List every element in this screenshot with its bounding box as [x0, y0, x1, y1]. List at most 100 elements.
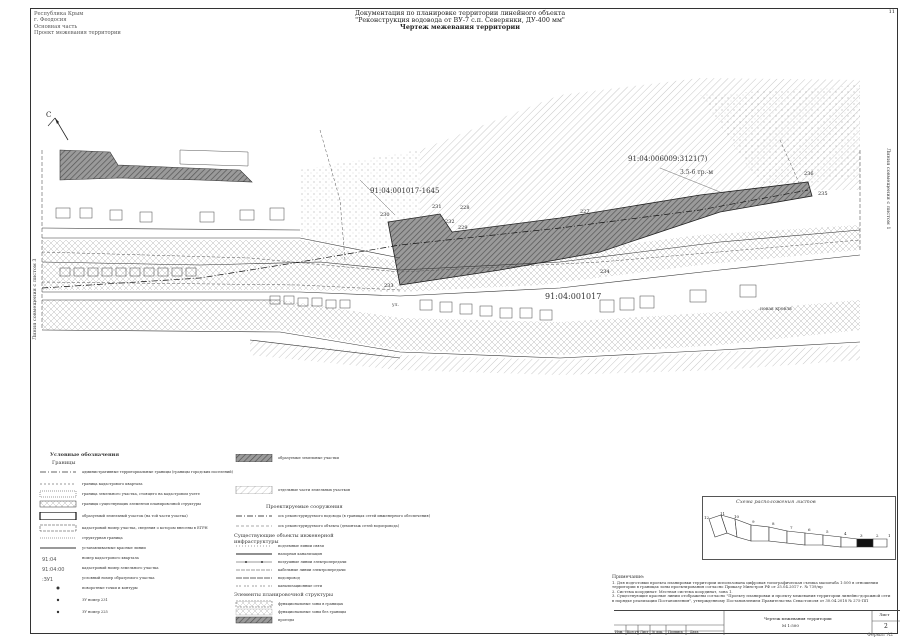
- legend-group-planning: Элементы планировочной структуры: [234, 592, 333, 598]
- note-line: 3. Существующие красные линии отображены…: [612, 593, 891, 599]
- point-label: 229: [458, 225, 468, 231]
- legend-symbol-parcel-number: 91:04:00: [42, 567, 64, 572]
- legend-row: 91:04 номер кадастрового квартала: [38, 554, 139, 562]
- legend-text: водопровод: [278, 576, 300, 580]
- legend-symbol-structural-boundary: [40, 537, 76, 539]
- legend-symbol-water: [236, 577, 272, 579]
- projected-axis: [41, 189, 809, 289]
- top-left-building: [179, 149, 249, 167]
- notes-heading: Примечание:: [612, 575, 645, 580]
- note-line: 2. Система координат: Местная система ко…: [612, 588, 733, 594]
- legend-text: образуемый земельный участок (на той час…: [82, 514, 188, 518]
- legend-row: ось реконструируемого водовода (в границ…: [234, 512, 430, 520]
- legend-group-boundaries: Границы: [52, 460, 76, 466]
- stamp-sheet-label: Лист: [879, 612, 890, 617]
- legend-text: ЗУ номер 225: [82, 610, 108, 614]
- legend-symbol-dismantle-axis: [236, 525, 272, 527]
- legend-row: водопровод: [234, 574, 300, 582]
- title-line-1: Документация по планировке территории ли…: [354, 9, 566, 17]
- legend-symbol-parcel-boundary: [39, 490, 77, 498]
- parcel-label: 91:04:001017: [545, 292, 602, 301]
- legend-text: граница земельного участка, стоящего на …: [82, 492, 200, 496]
- legend-symbol-formed-parcel: [39, 512, 77, 520]
- legend-row: границы существующих элементов планирово…: [38, 500, 201, 508]
- point-label: 228: [460, 205, 470, 211]
- scheme-sheet-number: 10: [734, 514, 740, 519]
- scheme-sheet-number: 9: [752, 519, 755, 524]
- legend-symbol-projected-axis: [236, 515, 272, 517]
- legend-row: воздушные линии электропередачи: [234, 558, 347, 566]
- legend-symbol-sewer: [236, 585, 272, 587]
- legend-row: функциональные зоны без границы: [234, 608, 346, 616]
- legend-text: кадастровый номер земельного участка: [82, 566, 159, 570]
- top-left-parcel: [59, 149, 253, 183]
- building-row-lower: [59, 267, 757, 321]
- scheme-sheet-number: 8: [772, 521, 775, 526]
- legend-symbol-formed-parcels: [235, 454, 273, 462]
- sheet-scheme: [702, 496, 896, 560]
- vegetation-area-right: [700, 85, 860, 185]
- legend-text: ось реконструируемого водовода (в границ…: [278, 514, 431, 518]
- legend-text: административные территориальные границы…: [82, 470, 234, 474]
- legend-text: напорная канализация: [278, 552, 323, 556]
- svg-text::ЗУ1: :ЗУ1: [42, 577, 53, 582]
- scheme-sheet-number: 7: [790, 525, 793, 530]
- point-label: 227: [580, 209, 590, 215]
- legend-symbol-driveways: [235, 616, 273, 624]
- legend-symbol-zones-with-border: [235, 600, 273, 608]
- sheet-scheme-title: Схема расположения листов: [736, 499, 816, 505]
- header-left-block: Республика Крым г. Феодосия Основная час…: [34, 11, 121, 37]
- stamp-sheet-value: 2: [884, 623, 888, 630]
- legend-text: ось реконструируемого объекта (демонтаж …: [278, 524, 400, 528]
- drawing-frame: [30, 8, 898, 634]
- legend-text: граница кадастрового квартала: [82, 482, 143, 486]
- title-line-2: "Реконструкция водовода от ВУ-7 с.п. Сев…: [355, 16, 565, 25]
- legend-text: функциональные зоны в границах: [278, 602, 344, 606]
- legend: Условные обозначения Границы администрат…: [38, 452, 430, 624]
- legend-row: напорная канализация: [234, 550, 322, 558]
- stamp-col: Изм.: [615, 630, 624, 634]
- road-label: 3.5-6 тр.-м: [680, 169, 714, 176]
- legend-group-existing: Существующие объекты инженерной инфрастр…: [234, 533, 334, 545]
- sheet-scheme-diagram: [708, 514, 888, 548]
- parcel-label: 91:04:006009:3121(7): [628, 155, 708, 163]
- map-note: новая кровля: [760, 307, 792, 312]
- legend-row: поворотные точки и контуры: [38, 584, 138, 592]
- legend-text: воздушные линии электропередачи: [278, 560, 347, 564]
- north-label: С: [46, 111, 52, 119]
- svg-text:91:04:00: 91:04:00: [42, 567, 64, 572]
- note-line: территории в границах зоны проектировани…: [612, 584, 823, 590]
- legend-row: ось реконструируемого объекта (демонтаж …: [234, 522, 399, 530]
- legend-row: канализационные сети: [234, 582, 322, 590]
- legend-text: канализационные сети: [278, 584, 323, 588]
- scheme-sheet-number: 1: [888, 533, 891, 538]
- stamp-scale: М 1:500: [782, 623, 799, 628]
- stamp-col: Дата: [690, 630, 699, 634]
- header-left-line: Проект межевания территории: [34, 30, 121, 37]
- title-block: Изм. Кол.уч Лист № док. Подпись Дата Чер…: [614, 610, 900, 635]
- right-boundary-label: Линия совмещения с листом 1: [885, 148, 891, 230]
- scheme-sheet-number: 6: [808, 527, 811, 532]
- legend-text: структурная граница: [82, 536, 123, 540]
- map-note: ул.: [392, 303, 399, 308]
- point-label: 232: [445, 219, 455, 225]
- legend-row: ЗУ номер 231: [38, 596, 108, 604]
- header-left-line: г. Феодосия: [34, 17, 67, 24]
- legend-text: номер кадастрового квартала: [82, 556, 139, 560]
- legend-row: устанавливаемые красные линии: [38, 544, 146, 552]
- legend-text: ЗУ номер 231: [82, 598, 108, 602]
- legend-symbol-cadastral-quarter: [40, 483, 76, 485]
- scheme-sheet-number: 4: [844, 531, 847, 536]
- note-line: 1. Для подготовки проекта планировки тер…: [612, 579, 879, 585]
- utility-lines: [41, 129, 861, 291]
- drawing-title: Документация по планировке территории ли…: [330, 9, 590, 32]
- legend-row: подземные линии связи: [234, 542, 324, 550]
- parcel-label: 91:04:001017-1645: [370, 187, 440, 195]
- point-label: 234: [600, 269, 610, 275]
- legend-row: граница кадастрового квартала: [38, 480, 143, 488]
- legend-row: граница земельного участка, стоящего на …: [38, 490, 200, 498]
- left-boundary-label: Линия совмещения с листом 3: [32, 258, 38, 340]
- north-arrow-icon: [47, 117, 69, 141]
- legend-text: поворотные точки и контуры: [82, 586, 138, 590]
